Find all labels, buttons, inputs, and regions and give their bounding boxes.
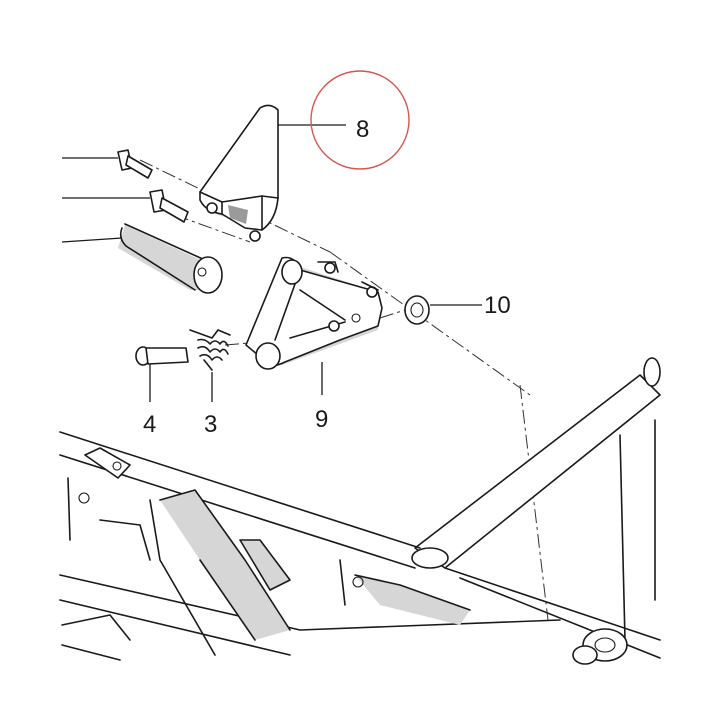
washer-part-10 xyxy=(404,295,430,325)
callout-10-label: 10 xyxy=(484,292,511,319)
callout-4-label: 4 xyxy=(143,411,156,438)
bolt-middle xyxy=(149,189,189,223)
leader-lines xyxy=(61,124,482,402)
footpeg xyxy=(118,223,223,294)
frame xyxy=(59,357,661,665)
bracket-part-9 xyxy=(245,256,383,370)
callout-8-highlight-ring xyxy=(310,70,410,170)
footpeg-hanger-part-8 xyxy=(199,104,279,242)
callout-3-label: 3 xyxy=(204,411,217,438)
bolt-upper xyxy=(117,149,153,179)
callout-8: 8 xyxy=(310,70,410,170)
callout-8-label: 8 xyxy=(356,116,369,143)
spring-part-3 xyxy=(189,329,231,371)
pivot-pin-part-4 xyxy=(135,346,189,366)
callout-9-label: 9 xyxy=(315,406,328,433)
